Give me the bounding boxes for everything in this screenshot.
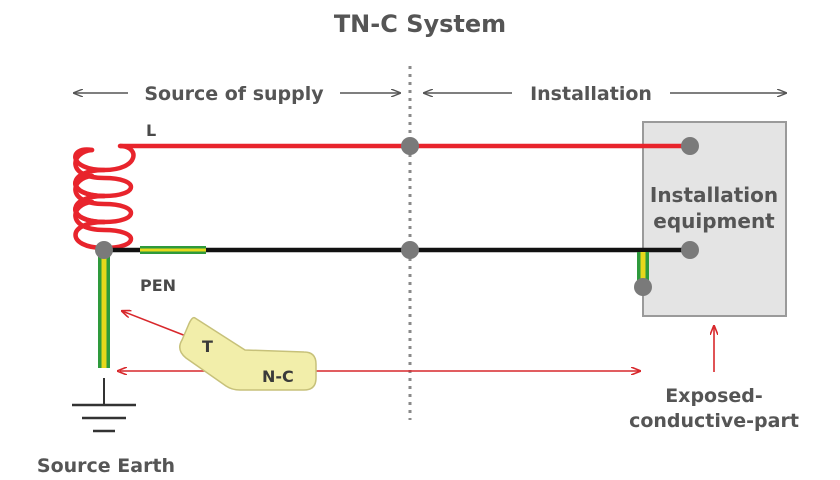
- pen-conductor-label: PEN: [140, 276, 176, 295]
- exposed-part-label-line1: Exposed-: [665, 385, 763, 407]
- source-coil: [73, 143, 136, 251]
- badge-t-label: T: [202, 337, 213, 356]
- pen-green-yellow-marker: [140, 246, 206, 254]
- exposed-conductive-node: [634, 278, 652, 296]
- line-conductor-label: L: [146, 121, 156, 140]
- t-pointer-arrow: [122, 311, 187, 337]
- source-earth-conductor: [98, 250, 110, 368]
- equipment-label-line2: equipment: [653, 209, 775, 233]
- divider-line-node: [401, 137, 419, 155]
- diagram-title: TN-C System: [334, 10, 506, 38]
- source-star-point-node: [95, 241, 113, 259]
- equipment-label-line1: Installation: [650, 183, 778, 207]
- source-earth-label: Source Earth: [37, 455, 175, 477]
- equipment-pen-terminal: [681, 241, 699, 259]
- badge-nc-label: N-C: [262, 367, 294, 386]
- equipment-line-terminal: [681, 137, 699, 155]
- source-of-supply-label: Source of supply: [144, 83, 324, 105]
- earth-ground-icon: [72, 403, 136, 433]
- tnc-badge: [179, 316, 317, 391]
- installation-label: Installation: [530, 83, 652, 105]
- exposed-part-label-line2: conductive-part: [629, 410, 799, 432]
- divider-pen-node: [401, 241, 419, 259]
- installation-equipment-box: [642, 121, 787, 317]
